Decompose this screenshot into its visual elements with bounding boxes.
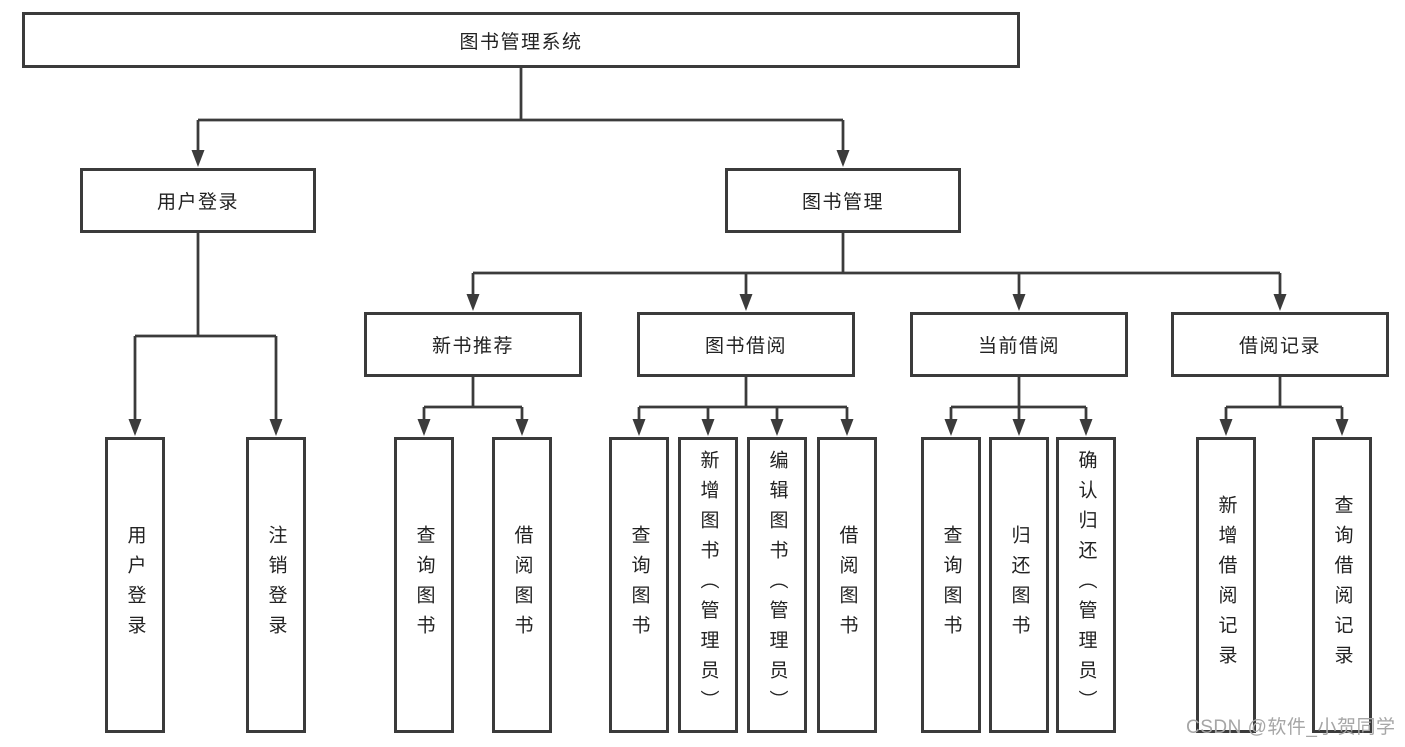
node-label: 借阅图书 [836,525,858,645]
node-leaf-edit-books-admin: 编辑图书（管理员） [747,437,807,733]
node-label: 归还图书 [1008,525,1030,645]
node-leaf-query-borrow-record: 查询借阅记录 [1312,437,1372,733]
node-leaf-confirm-return-admin: 确认归还（管理员） [1056,437,1116,733]
node-label: 新增借阅记录 [1215,495,1237,675]
node-label: 新增图书（管理员） [697,450,719,720]
node-borrowing-records: 借阅记录 [1171,312,1389,377]
node-leaf-query-books-newbook: 查询图书 [394,437,454,733]
node-leaf-borrow-books-newbook: 借阅图书 [492,437,552,733]
node-leaf-borrow-books-borrowing: 借阅图书 [817,437,877,733]
connector-user-login [128,233,283,436]
node-label: 确认归还（管理员） [1075,450,1097,720]
connector-borrowing-records [1219,377,1349,436]
node-user-login: 用户登录 [80,168,316,233]
node-label: 注销登录 [265,525,287,645]
node-label: 借阅图书 [511,525,533,645]
node-label: 借阅记录 [1238,336,1321,357]
node-book-management: 图书管理 [725,168,961,233]
connector-root [191,68,850,167]
node-label: 用户登录 [124,525,146,645]
node-label: 图书借阅 [704,336,787,357]
node-label: 当前借阅 [977,336,1060,357]
node-leaf-return-books: 归还图书 [989,437,1049,733]
csdn-watermark: CSDN @软件_小贺同学 [1186,717,1396,738]
node-leaf-user-login: 用户登录 [105,437,165,733]
connector-book-management [466,233,1287,311]
node-label: 图书管理 [801,192,884,213]
node-current-borrowing: 当前借阅 [910,312,1128,377]
connector-new-book-recommendation [417,377,529,436]
node-label: 新书推荐 [431,336,514,357]
node-leaf-add-books-admin: 新增图书（管理员） [678,437,738,733]
connector-book-borrowing [632,377,854,436]
node-leaf-query-books-current: 查询图书 [921,437,981,733]
node-new-book-recommendation: 新书推荐 [364,312,582,377]
node-label: 查询借阅记录 [1331,495,1353,675]
node-leaf-query-books-borrowing: 查询图书 [609,437,669,733]
node-leaf-logout: 注销登录 [246,437,306,733]
node-label: 查询图书 [413,525,435,645]
node-leaf-add-borrow-record: 新增借阅记录 [1196,437,1256,733]
node-label: 查询图书 [940,525,962,645]
node-library-management-system: 图书管理系统 [22,12,1020,68]
node-label: 图书管理系统 [459,31,583,53]
node-label: 用户登录 [156,192,239,213]
node-label: 编辑图书（管理员） [766,450,788,720]
connector-current-borrowing [944,377,1093,436]
node-label: 查询图书 [628,525,650,645]
node-book-borrowing: 图书借阅 [637,312,855,377]
